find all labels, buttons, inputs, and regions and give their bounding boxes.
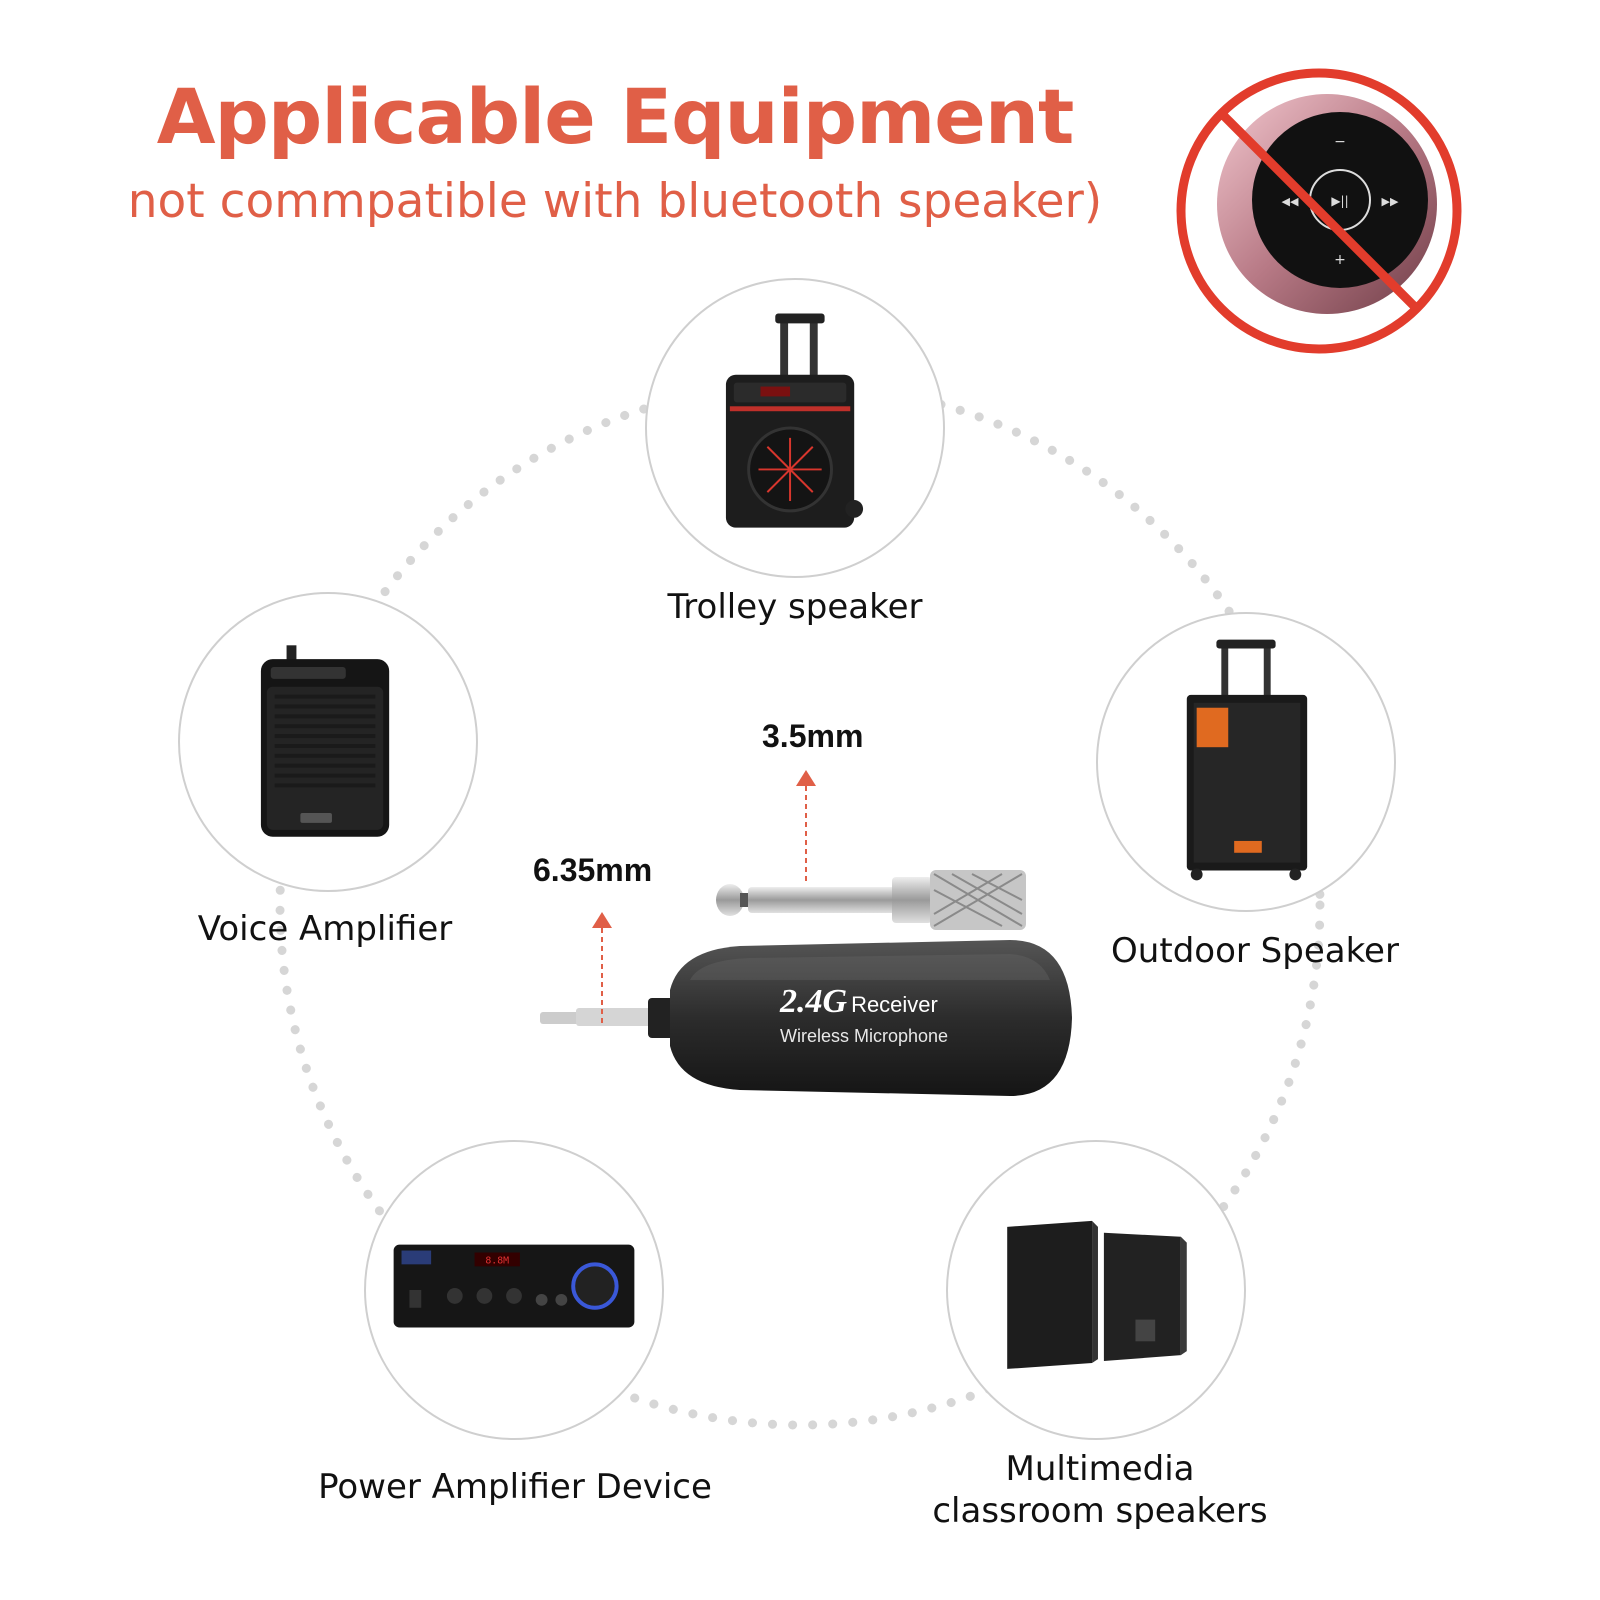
- outdoor-speaker-icon: [1186, 639, 1308, 881]
- trolley-speaker-icon: [725, 313, 864, 528]
- outdoor-speaker-circle: [1096, 612, 1396, 912]
- svg-text:◀◀: ◀◀: [1282, 195, 1299, 208]
- svg-text:8.8M: 8.8M: [485, 1255, 509, 1266]
- power-amplifier-circle: 8.8M: [364, 1140, 664, 1440]
- wireless-receiver-icon: [540, 940, 1072, 1096]
- power-amplifier-label: Power Amplifier Device: [318, 1467, 712, 1507]
- svg-text:−: −: [1334, 134, 1346, 150]
- dimension-label-6-35mm: 6.35mm: [533, 852, 653, 888]
- svg-text:▶||: ▶||: [1331, 194, 1348, 208]
- plug-adapter-6-35mm-icon: [716, 870, 1026, 930]
- svg-text:▶▶: ▶▶: [1382, 195, 1399, 208]
- svg-text:+: +: [1334, 252, 1346, 268]
- classroom-speakers-label: Multimedia classroom speakers: [932, 1449, 1268, 1531]
- dimension-label-3-5mm: 3.5mm: [762, 718, 864, 754]
- classroom-speakers-circle: [946, 1140, 1246, 1440]
- no-bluetooth-speaker-icon: ▶|| ◀◀ ▶▶ − +: [1176, 68, 1462, 354]
- arrow-up-3-5mm-icon: [796, 770, 816, 882]
- receiver-brand: 2.4G: [780, 983, 848, 1020]
- receiver-suffix: Receiver: [851, 992, 938, 1017]
- power-amplifier-icon: 8.8M: [393, 1244, 635, 1328]
- voice-amplifier-circle: [178, 592, 478, 892]
- page-title: Applicable Equipment: [156, 72, 1075, 161]
- receiver-label: 2.4G Receiver: [780, 983, 1000, 1021]
- outdoor-speaker-label: Outdoor Speaker: [1111, 931, 1399, 971]
- trolley-speaker-circle: [645, 278, 945, 578]
- voice-amplifier-label: Voice Amplifier: [197, 909, 453, 949]
- arrow-up-6-35mm-icon: [592, 912, 612, 1024]
- receiver-product-line: Wireless Microphone: [780, 1026, 949, 1046]
- voice-amplifier-icon: [260, 645, 390, 837]
- classroom-speakers-icon: [1007, 1220, 1187, 1369]
- page-subtitle: not commpatible with bluetooth speaker): [127, 174, 1103, 229]
- trolley-speaker-label: Trolley speaker: [667, 587, 923, 627]
